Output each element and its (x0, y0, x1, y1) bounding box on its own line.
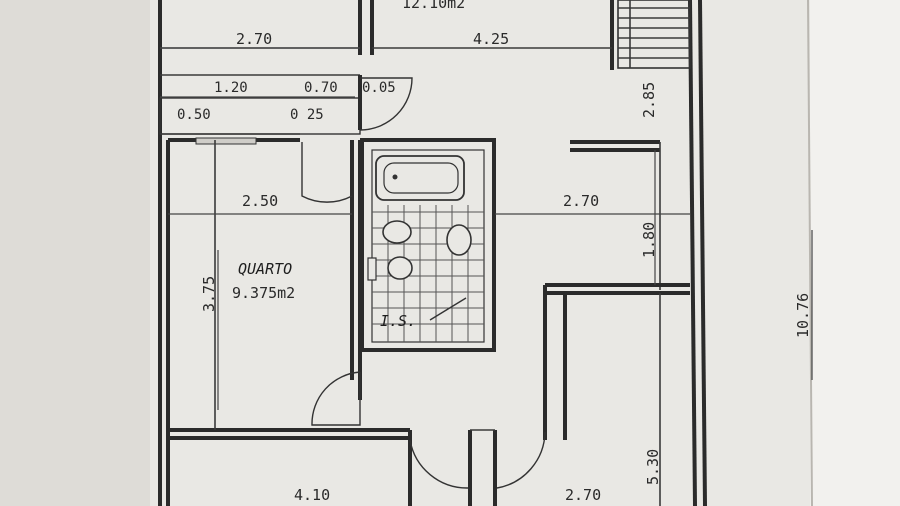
dim-0-05: 0.05 (362, 80, 396, 96)
room-quarto-area: 9.375m2 (232, 284, 295, 302)
entry-door (359, 77, 413, 131)
dim-1-20: 1.20 (214, 80, 248, 96)
lower-right-door (496, 431, 546, 489)
dim-4-10: 4.10 (294, 486, 330, 504)
dim-2-70-top: 2.70 (236, 30, 272, 48)
sink (446, 224, 472, 256)
toilet (387, 256, 413, 280)
bath-label: I.S. (380, 312, 416, 330)
top-area-label: 12.10m2 (402, 0, 465, 12)
bidet (382, 220, 412, 244)
lower-left-door (409, 439, 469, 489)
dim-2-50: 2.50 (242, 192, 278, 210)
paper-right-margin (810, 0, 900, 506)
hall-walls (408, 140, 690, 506)
dim-0-50: 0.50 (177, 107, 211, 123)
dim-0-25: 0 25 (290, 107, 324, 123)
dimension-lines (160, 47, 813, 410)
dim-2-85: 2.85 (640, 82, 658, 118)
bathtub (375, 155, 465, 201)
paper-left-shade (0, 0, 150, 506)
paper-edge (807, 0, 813, 506)
room-quarto-name: QUARTO (238, 260, 292, 278)
dim-1-80: 1.80 (640, 222, 658, 258)
dim-2-70-mid: 2.70 (563, 192, 599, 210)
dim-5-30: 5.30 (644, 449, 662, 485)
bathroom-door-swing (429, 297, 467, 321)
staircase (617, 0, 691, 69)
dim-2-70-bottom: 2.70 (565, 486, 601, 504)
dim-0-70: 0.70 (304, 80, 338, 96)
bedroom-door (311, 371, 361, 426)
bedroom-top-door (301, 142, 353, 203)
dim-3-75: 3.75 (200, 276, 218, 312)
dim-10-76: 10.76 (794, 293, 812, 338)
dim-4-25: 4.25 (473, 30, 509, 48)
outer-walls (158, 0, 707, 506)
entry-walls (159, 75, 362, 135)
bathroom (360, 138, 496, 352)
